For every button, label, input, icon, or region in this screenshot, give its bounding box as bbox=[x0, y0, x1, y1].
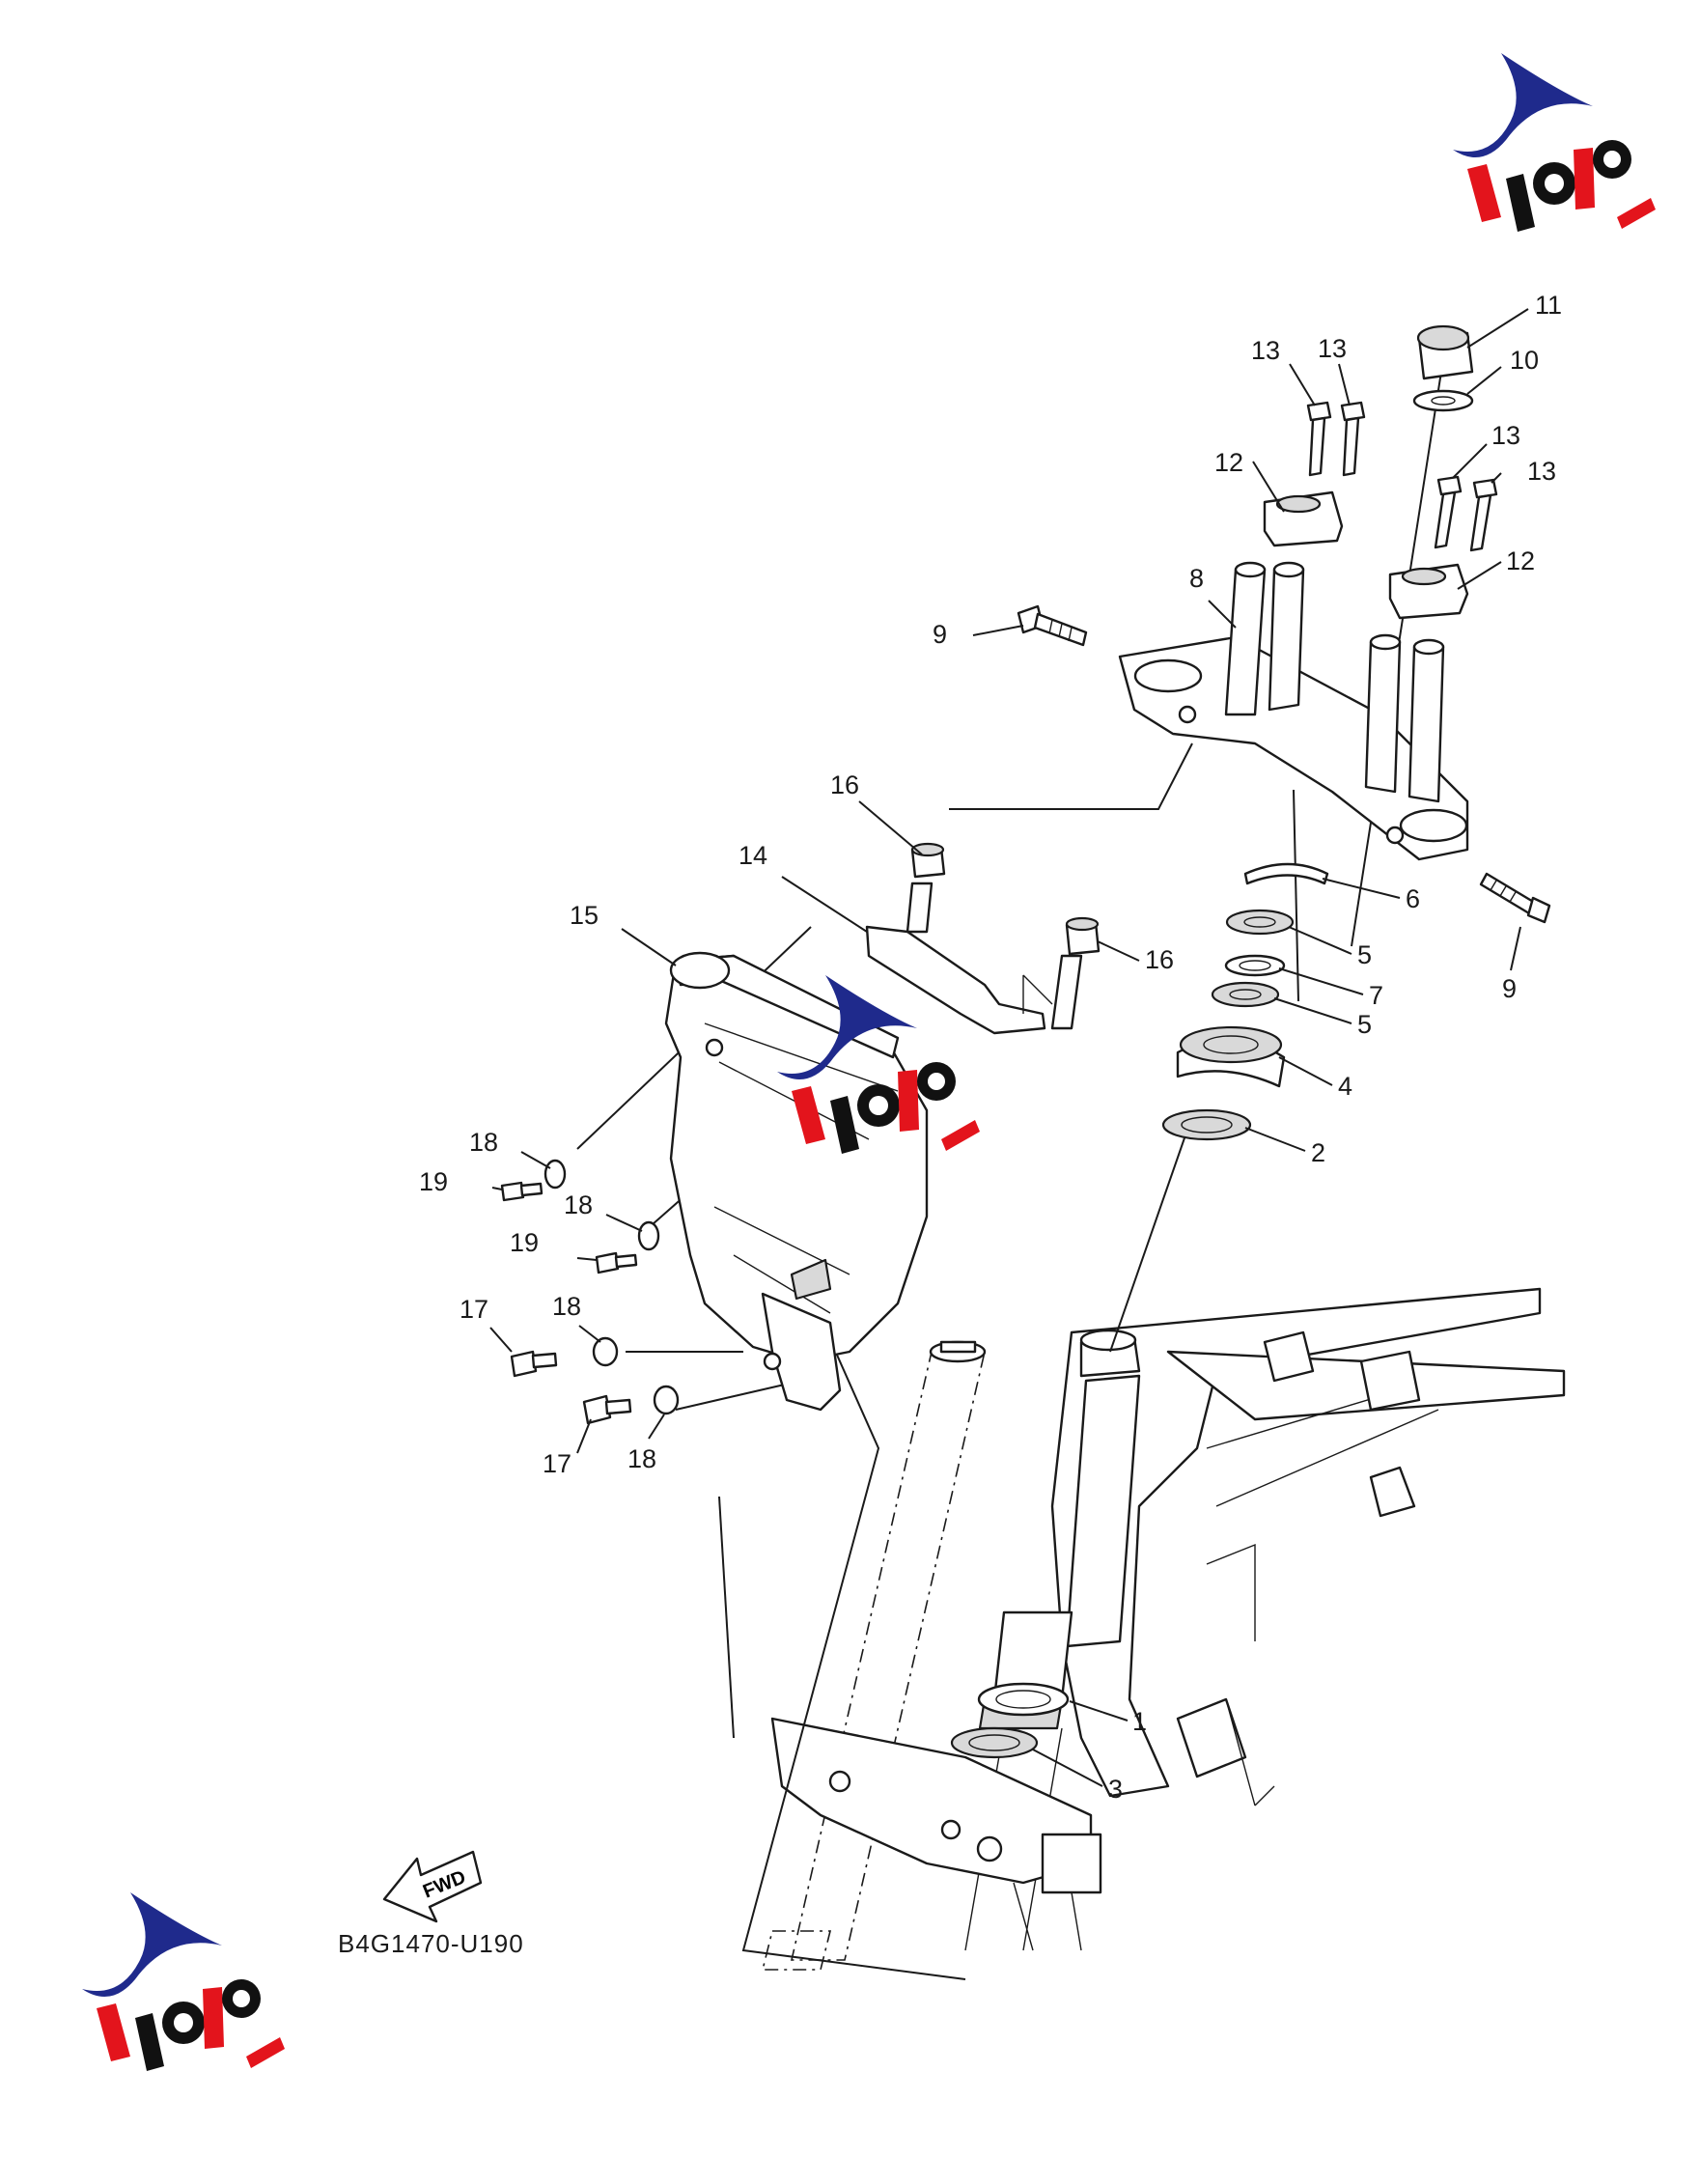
callout-11: 11 bbox=[1535, 291, 1562, 320]
callout-18-c: 18 bbox=[552, 1292, 581, 1321]
callout-19-upper: 19 bbox=[419, 1167, 448, 1196]
headlight-stay-14 bbox=[865, 882, 1083, 1035]
callout-9-right: 9 bbox=[1502, 974, 1517, 1003]
callout-16-upper: 16 bbox=[830, 770, 859, 799]
callout-19-lower: 19 bbox=[510, 1228, 539, 1257]
callout-numbers: 1 2 3 4 5 5 6 7 8 9 9 10 11 12 12 13 13 … bbox=[419, 291, 1562, 1804]
callout-leaders bbox=[489, 308, 1529, 1787]
callout-15: 15 bbox=[570, 901, 599, 930]
holder-bolt-13-c bbox=[1434, 475, 1463, 549]
callout-12-upper: 12 bbox=[1214, 448, 1243, 477]
callout-4: 4 bbox=[1338, 1072, 1352, 1101]
frame-assembly bbox=[1050, 1287, 1566, 1806]
callout-7: 7 bbox=[1369, 981, 1383, 1010]
pinch-bolt-9-right bbox=[1479, 872, 1551, 924]
washer-18-a bbox=[543, 1159, 567, 1190]
callout-17-upper: 17 bbox=[460, 1295, 488, 1324]
bolt-19-upper bbox=[500, 1181, 543, 1202]
bearing-cover-6 bbox=[1243, 862, 1329, 885]
callout-6: 6 bbox=[1406, 884, 1420, 913]
washer-7 bbox=[1224, 954, 1286, 977]
bearing-3 bbox=[950, 1726, 1039, 1759]
upper-bracket-8 bbox=[1118, 561, 1469, 861]
callout-13-c: 13 bbox=[1491, 421, 1520, 450]
washer-18-c bbox=[592, 1336, 619, 1367]
callout-13-d: 13 bbox=[1527, 457, 1556, 486]
callout-18-a: 18 bbox=[469, 1128, 498, 1157]
dust-seal-4 bbox=[1176, 1025, 1286, 1088]
washer-10 bbox=[1412, 389, 1474, 412]
pinch-bolt-9-left bbox=[1017, 604, 1088, 647]
callout-13-a: 13 bbox=[1251, 336, 1280, 365]
holder-bolt-13-a bbox=[1306, 401, 1332, 477]
moto-guids-logo-center bbox=[777, 975, 980, 1154]
callout-8: 8 bbox=[1189, 564, 1204, 593]
ring-nut-5-lower bbox=[1211, 981, 1280, 1008]
ring-nut-5-upper bbox=[1225, 909, 1295, 936]
grommet-16-upper bbox=[910, 842, 946, 879]
bolt-17-lower bbox=[582, 1394, 632, 1425]
callout-17-lower: 17 bbox=[543, 1449, 571, 1478]
grommet-16-lower bbox=[1065, 916, 1101, 956]
callout-18-b: 18 bbox=[564, 1190, 593, 1219]
washer-18-b bbox=[637, 1220, 660, 1251]
callout-2: 2 bbox=[1311, 1138, 1325, 1167]
bolt-17-upper bbox=[510, 1350, 558, 1378]
moto-guids-logo-top-right bbox=[1453, 53, 1656, 232]
callout-14: 14 bbox=[739, 841, 767, 870]
washer-18-d bbox=[653, 1385, 680, 1415]
handlebar-holder-12-upper bbox=[1263, 490, 1344, 547]
callout-1: 1 bbox=[1132, 1707, 1147, 1736]
holder-bolt-13-d bbox=[1469, 478, 1498, 552]
holder-bolt-13-b bbox=[1340, 401, 1366, 477]
drawing-code: B4G1470-U190 bbox=[338, 1929, 524, 1958]
callout-5-lower: 5 bbox=[1357, 1010, 1372, 1039]
callout-5-upper: 5 bbox=[1357, 940, 1372, 969]
steering-stem-nut-11 bbox=[1416, 324, 1474, 380]
handlebar-holder-12-lower bbox=[1388, 563, 1469, 620]
callout-13-b: 13 bbox=[1318, 334, 1347, 363]
bearing-race-1 bbox=[977, 1682, 1070, 1717]
callout-9-left: 9 bbox=[933, 620, 947, 649]
callout-16-lower: 16 bbox=[1145, 945, 1174, 974]
moto-guids-logo-bottom-left bbox=[82, 1892, 285, 2071]
callout-3: 3 bbox=[1108, 1775, 1123, 1804]
callout-12-lower: 12 bbox=[1506, 546, 1535, 575]
front-fork-tubes bbox=[761, 1340, 1102, 1971]
callout-18-d: 18 bbox=[627, 1444, 656, 1473]
fwd-arrow-icon: FWD bbox=[382, 1850, 483, 1923]
callout-10: 10 bbox=[1510, 346, 1539, 375]
bearing-race-2 bbox=[1161, 1108, 1252, 1141]
bolt-19-lower bbox=[595, 1251, 638, 1274]
